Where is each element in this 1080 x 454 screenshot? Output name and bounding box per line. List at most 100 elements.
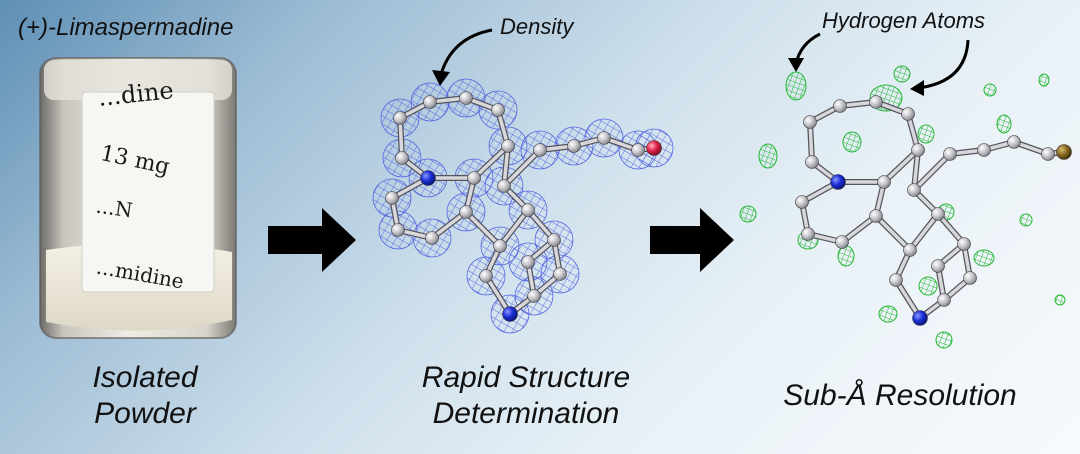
bond (840, 214, 878, 244)
hydrogen-density-blob (758, 143, 778, 169)
carbon-atom (943, 147, 957, 161)
carbon-atom (907, 183, 921, 197)
carbon-atom (459, 205, 473, 219)
carbon-atom (911, 143, 925, 157)
carbon-atom (869, 95, 883, 109)
carbon-atom (391, 223, 405, 237)
bond (908, 212, 940, 252)
nitrogen-atom (420, 170, 436, 186)
density-annotation: Density (500, 14, 574, 39)
bond (472, 144, 510, 180)
powder-caption-line2: Powder (94, 397, 196, 430)
carbon-atom (533, 143, 547, 157)
carbon-atom (833, 99, 847, 113)
carbon-atom (903, 243, 917, 257)
hydrogen-pointer-head-left (788, 58, 804, 72)
nitrogen-atom (830, 174, 846, 190)
hydrogen-density-blob (878, 305, 898, 323)
carbon-atom (801, 227, 815, 241)
density-caption: Rapid Structure Determination (394, 360, 658, 432)
hydrogen-density-blob (1038, 73, 1050, 87)
carbon-atom (521, 203, 535, 217)
carbon-atom (497, 179, 511, 193)
nitrogen-atom (502, 306, 518, 322)
bond (430, 210, 468, 240)
carbon-atom (803, 115, 817, 129)
hydrogen-density-blob (837, 245, 855, 267)
bond (912, 152, 952, 192)
hydrogen-density-blob (996, 114, 1012, 134)
hydrogen-pointer-head-right (910, 80, 924, 96)
nitrogen-atom (912, 310, 928, 326)
carbon-atom (493, 239, 507, 253)
hydrogen-density-blob (785, 71, 807, 101)
carbon-atom (491, 103, 505, 117)
oxygen-atom (646, 140, 662, 156)
carbon-atom (597, 131, 611, 145)
density-pointer-head (432, 70, 450, 86)
hydrogen-pointer-arrow-right (917, 39, 970, 90)
carbon-atom (963, 271, 977, 285)
oxygen-atom (1056, 144, 1072, 160)
density-molecule (372, 78, 674, 334)
carbon-atom (395, 151, 409, 165)
carbon-atom (889, 273, 903, 287)
carbon-atom (385, 191, 399, 205)
bond (498, 208, 530, 248)
hydrogen-density-blob (893, 65, 911, 83)
hydrogen-density-blob (917, 124, 935, 144)
bond (464, 210, 502, 248)
carbon-atom (631, 143, 645, 157)
carbon-atom (553, 267, 567, 281)
density-caption-line2: Determination (432, 397, 620, 430)
bond (502, 148, 542, 188)
carbon-atom (521, 255, 535, 269)
hydrogen-caption: Sub-Å Resolution (783, 379, 1017, 412)
carbon-atom (931, 207, 945, 221)
carbon-atom (937, 293, 951, 307)
carbon-atom (977, 143, 991, 157)
carbon-atom (567, 139, 581, 153)
process-arrow-2 (650, 208, 734, 272)
hydrogen-density-blob (1054, 294, 1066, 306)
bond (874, 214, 912, 252)
carbon-atom (1041, 147, 1055, 161)
hydrogen-density-blob (983, 83, 997, 97)
carbon-atom (479, 269, 493, 283)
carbon-atom (425, 231, 439, 245)
carbon-atom (805, 155, 819, 169)
carbon-atom (467, 171, 481, 185)
carbon-atom (835, 235, 849, 249)
carbon-atom (931, 259, 945, 273)
density-pointer-arrow (438, 28, 493, 79)
carbon-atom (869, 209, 883, 223)
density-caption-line1: Rapid Structure (421, 361, 631, 394)
carbon-atom (393, 111, 407, 125)
vial-photo (39, 57, 237, 339)
hydrogen-annotation: Hydrogen Atoms (822, 8, 986, 33)
carbon-atom (1007, 135, 1021, 149)
carbon-atom (547, 233, 561, 247)
vial-writing-line3: ...N (94, 193, 135, 223)
carbon-atom (877, 175, 891, 189)
process-arrow-1 (268, 208, 356, 272)
hydrogen-density-blob (1019, 213, 1033, 227)
compound-name: (+)-Limaspermadine (18, 14, 234, 41)
carbon-atom (795, 195, 809, 209)
carbon-atom (423, 95, 437, 109)
bond (882, 148, 920, 184)
hydrogen-density-blob (935, 331, 953, 349)
hydrogen-density-blob (842, 131, 862, 153)
powder-caption: Isolated Powder (70, 360, 220, 432)
powder-caption-line1: Isolated (92, 361, 198, 394)
carbon-atom (459, 91, 473, 105)
carbon-atom (901, 107, 915, 121)
carbon-atom (527, 289, 541, 303)
hydrogen-density-blob (973, 249, 995, 267)
carbon-atom (501, 139, 515, 153)
hydrogen-density-blob (918, 276, 938, 296)
hydrogen-molecule (739, 65, 1072, 349)
hydrogen-density-blob (739, 205, 757, 223)
